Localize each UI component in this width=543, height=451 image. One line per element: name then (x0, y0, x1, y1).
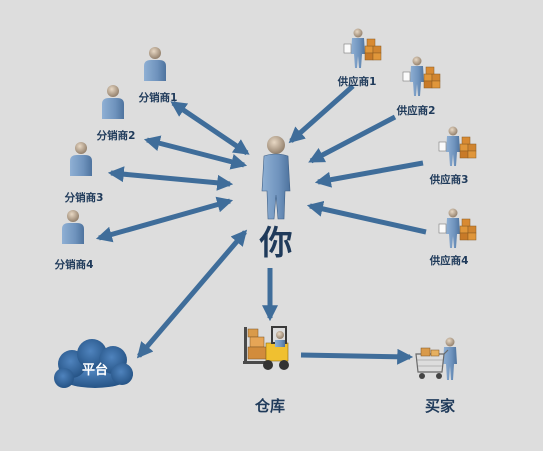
supplier-1-icon (343, 28, 382, 68)
warehouse-label: 仓库 (254, 397, 285, 415)
arrows (95, 84, 427, 365)
arrow-platform (136, 229, 248, 359)
distributor-1-icon (144, 47, 166, 81)
arrow-distributor-1 (170, 100, 250, 156)
distributor-2-icon (102, 85, 124, 119)
distributor-4-icon (62, 210, 84, 244)
supplier-3-label: 供应商3 (429, 173, 469, 186)
center-label: 你 (259, 223, 293, 262)
distributor-3-label: 分销商3 (65, 191, 104, 204)
supplier-4-icon (438, 208, 477, 248)
supplier-1-label: 供应商1 (337, 75, 377, 88)
platform-label: 平台 (82, 362, 108, 378)
supplier-3-icon (438, 126, 477, 166)
supplier-2-label: 供应商2 (396, 104, 436, 117)
distributor-4-label: 分销商4 (55, 258, 94, 271)
center-person-icon (261, 136, 291, 220)
buyer-label: 买家 (425, 397, 455, 415)
arrow-supplier-1 (288, 84, 355, 144)
arrow-distributor-2 (143, 135, 248, 170)
cloud-icon (54, 339, 133, 388)
arrow-distributor-4 (95, 196, 234, 243)
shopping-cart-icon (415, 337, 457, 380)
arrow-supplier-3 (314, 160, 424, 188)
supplier-4-label: 供应商4 (429, 254, 469, 267)
arrow-supplier-2 (308, 114, 397, 164)
distributor-2-label: 分销商2 (97, 129, 136, 142)
arrow-supplier-4 (306, 200, 427, 235)
distributor-3-icon (70, 142, 92, 176)
forklift-icon (243, 326, 289, 370)
arrow-distributor-3 (107, 166, 234, 191)
distributor-1-label: 分销商1 (139, 91, 178, 104)
arrow-buyer (300, 348, 414, 365)
supplier-2-icon (402, 56, 441, 96)
